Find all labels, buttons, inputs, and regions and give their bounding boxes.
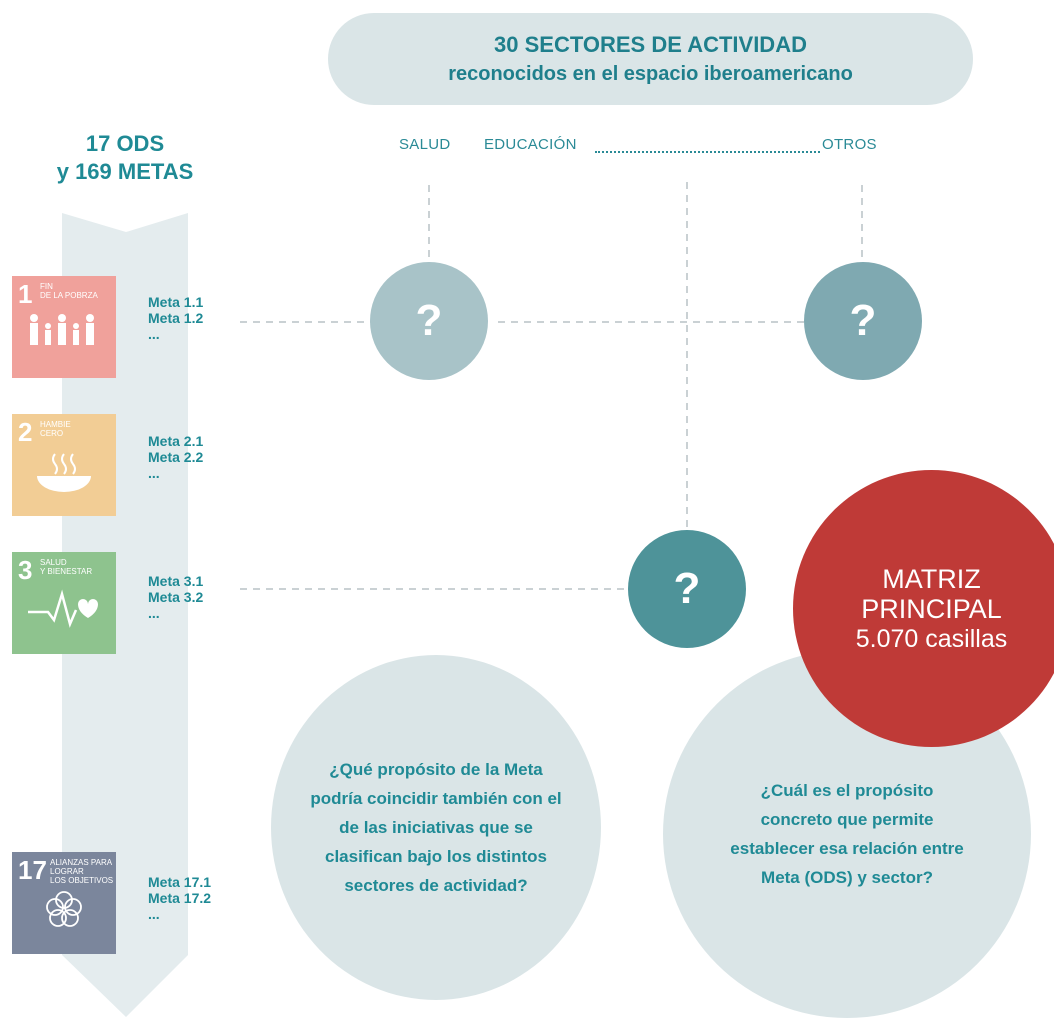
- family-icon: [12, 312, 116, 365]
- meta-item: Meta 3.1: [148, 573, 204, 589]
- meta-more: ...: [148, 465, 160, 481]
- meta-list-3: Meta 3.1 Meta 3.2 ...: [148, 573, 203, 621]
- bowl-icon: [12, 450, 116, 507]
- banner-title: 30 SECTORES DE ACTIVIDAD: [494, 32, 807, 57]
- sector-educacion: EDUCACIÓN: [484, 136, 577, 153]
- matrix-line2: PRINCIPAL: [861, 593, 1002, 624]
- sector-salud: SALUD: [399, 136, 451, 153]
- sectors-banner: 30 SECTORES DE ACTIVIDAD reconocidos en …: [328, 13, 973, 105]
- meta-item: Meta 1.1: [148, 294, 204, 310]
- sdg-number: 17: [18, 855, 47, 885]
- sector-otros: OTROS: [822, 136, 877, 153]
- bubble-left: ¿Qué propósito de la Meta podría coincid…: [271, 655, 601, 1000]
- sdg-number: 3: [18, 555, 33, 585]
- meta-more: ...: [148, 605, 160, 621]
- ods-title: 17 ODS y 169 METAS: [20, 130, 230, 186]
- sdg-label: ALIANZAS PARALOGRaRLOS OBJETIVOS: [50, 858, 114, 885]
- question-circle-salud: ?: [370, 262, 488, 380]
- meta-item: Meta 17.1: [148, 874, 212, 890]
- matrix-line1: MATRIZ: [882, 563, 981, 594]
- matrix-line3: 5.070 casillas: [855, 624, 1008, 653]
- question-circle-center: ?: [628, 530, 746, 648]
- meta-item: Meta 17.2: [148, 890, 212, 906]
- meta-item: Meta 2.1: [148, 433, 204, 449]
- flower-icon: [12, 888, 116, 945]
- ods-title-line2: y 169 METAS: [56, 159, 194, 184]
- sector-ellipsis-dots: [595, 139, 820, 153]
- ods-title-line1: 17 ODS: [85, 131, 165, 156]
- question-circle-otros: ?: [804, 262, 922, 380]
- meta-more: ...: [148, 326, 160, 342]
- meta-more: ...: [148, 906, 160, 922]
- meta-list-1: Meta 1.1 Meta 1.2 ...: [148, 294, 203, 342]
- banner-subtitle: reconocidos en el espacio iberoamericano: [448, 63, 853, 85]
- meta-list-17: Meta 17.1 Meta 17.2 ...: [148, 874, 211, 922]
- meta-item: Meta 3.2: [148, 589, 204, 605]
- bubble-left-text: ¿Qué propósito de la Meta podría coincid…: [310, 760, 562, 895]
- meta-item: Meta 2.2: [148, 449, 204, 465]
- sdg-tile-17: 17 ALIANZAS PARALOGRaRLOS OBJETIVOS: [12, 852, 116, 954]
- matrix-circle: MATRIZ PRINCIPAL 5.070 casillas: [793, 470, 1054, 747]
- meta-list-2: Meta 2.1 Meta 2.2 ...: [148, 433, 203, 481]
- heartbeat-icon: [12, 588, 116, 641]
- meta-item: Meta 1.2: [148, 310, 204, 326]
- sdg-number: 1: [18, 279, 33, 309]
- bubble-right-text: ¿Cuál es el propósito concreto que permi…: [730, 781, 964, 887]
- sdg-number: 2: [18, 417, 33, 447]
